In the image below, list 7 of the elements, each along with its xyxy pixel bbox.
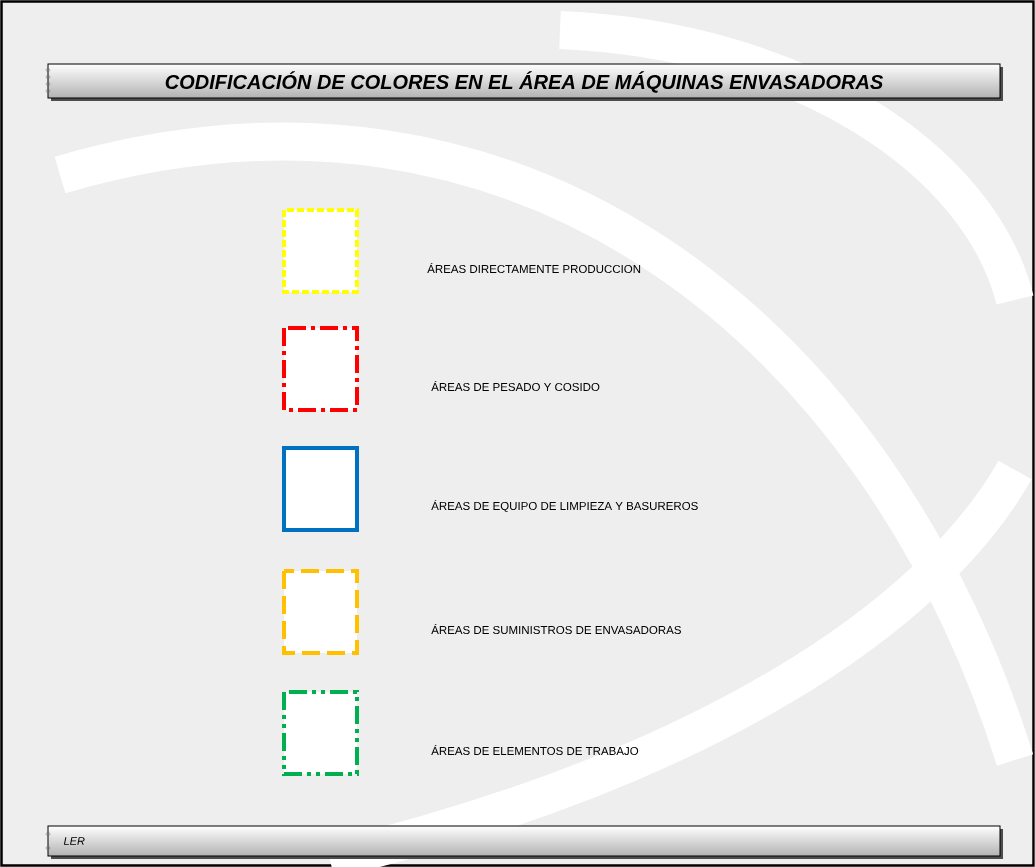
- legend-label: ÁREAS DE PESADO Y COSIDO: [431, 380, 600, 392]
- legend-label: ÁREAS DIRECTAMENTE PRODUCCION: [427, 262, 641, 274]
- title-bar: CODIFICACIÓN DE COLORES EN EL ÁREA DE MÁQUINAS ENVASADORAS: [47, 63, 1003, 101]
- legend-label: ÁREAS DE ELEMENTOS DE TRABAJO: [431, 744, 639, 756]
- legend-label: ÁREAS DE SUMINISTROS DE ENVASADORAS: [431, 623, 681, 635]
- footer-bar: LER: [47, 825, 1003, 859]
- legend-label: ÁREAS DE EQUIPO DE LIMPIEZA Y BASUREROS: [431, 499, 698, 513]
